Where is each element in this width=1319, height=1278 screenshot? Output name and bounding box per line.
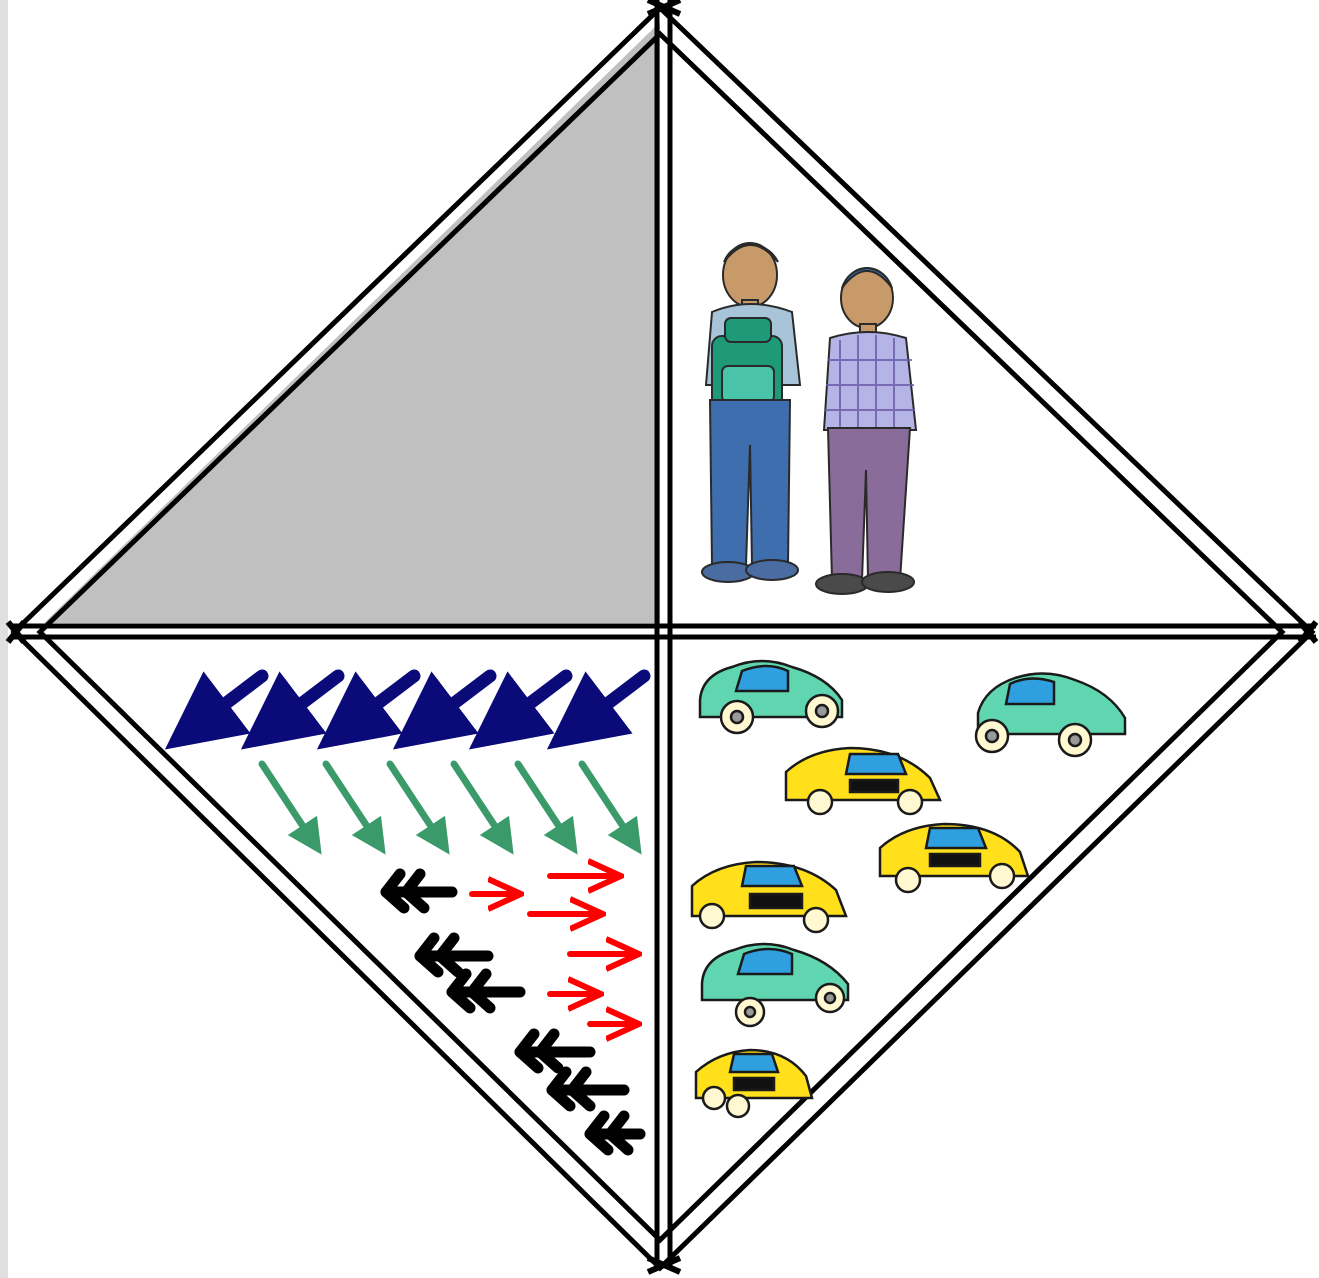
green-car — [700, 661, 842, 733]
black-double-arrow — [520, 1034, 590, 1068]
boy-with-backpack — [702, 243, 800, 582]
green-arrow — [390, 764, 440, 840]
green-arrow — [518, 764, 568, 840]
yellow-taxi — [692, 862, 846, 932]
yellow-taxi — [786, 748, 940, 814]
green-arrow — [582, 764, 632, 840]
black-double-arrow — [552, 1072, 624, 1106]
yellow-taxi — [880, 824, 1028, 892]
navy-arrow-row — [196, 676, 644, 726]
black-double-arrow — [590, 1116, 640, 1150]
green-arrow — [326, 764, 376, 840]
green-arrow — [262, 764, 312, 840]
shaded-quadrant — [44, 22, 660, 623]
navy-arrow — [500, 676, 566, 726]
black-double-arrow — [386, 874, 452, 908]
green-car — [702, 944, 848, 1026]
navy-arrow — [578, 676, 644, 726]
black-double-arrow — [452, 974, 520, 1008]
navy-arrow — [272, 676, 338, 726]
navy-arrow — [424, 676, 490, 726]
green-car — [976, 673, 1125, 756]
green-arrow — [454, 764, 504, 840]
navy-arrow — [196, 676, 262, 726]
boy-in-plaid-shirt — [816, 268, 916, 594]
black-double-arrow — [420, 938, 488, 972]
red-arrow-group — [472, 876, 636, 1024]
navy-arrow — [348, 676, 414, 726]
green-arrow-row — [262, 764, 632, 840]
center-cross — [10, 0, 1316, 1270]
